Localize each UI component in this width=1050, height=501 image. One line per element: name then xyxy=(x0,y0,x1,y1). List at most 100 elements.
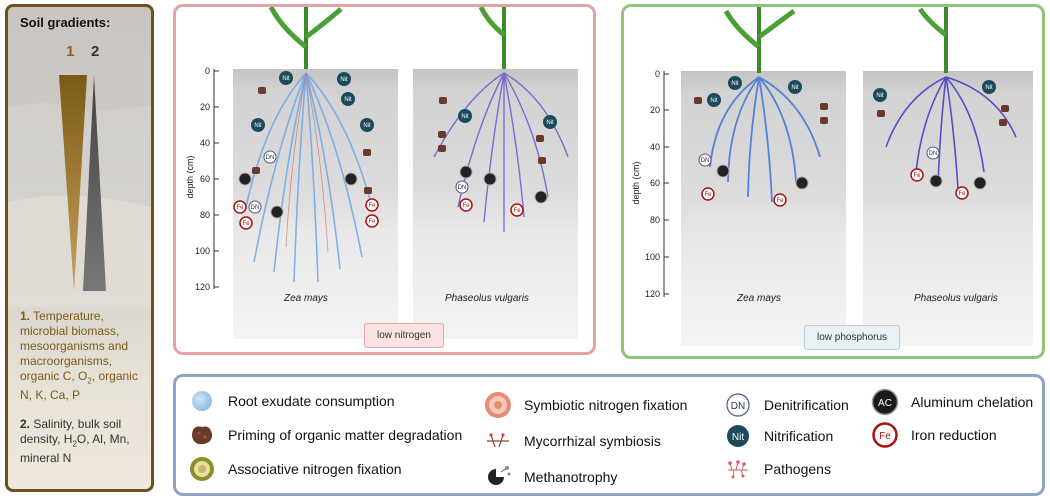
svg-text:Nit: Nit xyxy=(546,120,554,126)
gradient-wedge-1 xyxy=(59,75,87,291)
gradient-wedges xyxy=(8,75,151,307)
aluminum-chelation-icon xyxy=(459,165,473,179)
legend-item-mycorrhizal: Mycorrhizal symbiosis xyxy=(484,427,661,455)
organic-matter-icons xyxy=(694,97,1009,126)
svg-text:DN: DN xyxy=(266,155,275,161)
soil-gradient-panel: Soil gradients: 1 2 1. Temperature, micr… xyxy=(5,4,154,492)
iron-reduction-icon: Fe xyxy=(773,193,787,207)
phaseolus-vulgaris-roots xyxy=(885,7,1017,190)
svg-text:Nit: Nit xyxy=(363,123,371,129)
associative-fixation-icon xyxy=(188,455,216,483)
species-phaseolus-p: Phaseolus vulgaris xyxy=(914,293,998,304)
tick-40: 40 xyxy=(200,138,210,148)
iron-reduction-icon: Fe xyxy=(910,168,924,182)
gradient-2-description: 2. Salinity, bulk soil density, H2O, Al,… xyxy=(20,417,130,466)
nitrification-icon: Nit xyxy=(982,80,996,94)
svg-text:DN: DN xyxy=(458,185,467,191)
denitrification-icon: DN xyxy=(248,200,262,214)
tick-0: 0 xyxy=(655,69,660,79)
gradient-label-1: 1 xyxy=(66,43,75,60)
denitrification-icon: DN xyxy=(263,150,277,164)
aluminum-chelation-icon: AC xyxy=(871,388,899,416)
svg-text:Nit: Nit xyxy=(710,98,718,104)
tick-60: 60 xyxy=(650,178,660,188)
gradient-wedge-2 xyxy=(83,75,106,291)
svg-text:Fe: Fe xyxy=(958,191,966,197)
nitrification-icon: Nit xyxy=(873,88,887,102)
nitrification-icon: Nit xyxy=(337,72,351,86)
svg-text:Fe: Fe xyxy=(236,205,244,211)
legend-item-nitrification: Nit Nitrification xyxy=(724,422,833,450)
svg-text:Fe: Fe xyxy=(879,431,891,442)
iron-reduction-icon: Fe xyxy=(365,214,379,228)
svg-text:Nit: Nit xyxy=(732,432,744,443)
tick-40: 40 xyxy=(650,142,660,152)
aluminum-chelation-icon xyxy=(534,190,548,204)
aluminum-chelation-icon xyxy=(238,172,252,186)
svg-text:DN: DN xyxy=(731,401,745,412)
mycorrhiza-icon xyxy=(484,427,512,455)
nitrification-icon: Nit xyxy=(543,115,557,129)
legend-item-methanotrophy: Methanotrophy xyxy=(484,463,617,491)
aluminum-chelation-icon xyxy=(344,172,358,186)
tick-120: 120 xyxy=(195,282,210,292)
aluminum-chelation-icon xyxy=(483,172,497,186)
svg-text:Fe: Fe xyxy=(513,208,521,214)
svg-text:Fe: Fe xyxy=(242,221,250,227)
pathogen-icon xyxy=(724,455,752,483)
condition-tag-low-phosphorus: low phosphorus xyxy=(804,325,901,350)
svg-text:Nit: Nit xyxy=(254,123,262,129)
tick-0: 0 xyxy=(205,66,210,76)
aluminum-chelation-icon xyxy=(929,174,943,188)
nitrification-icon: Nit xyxy=(251,118,265,132)
iron-reduction-icon: Fe xyxy=(871,421,899,449)
svg-text:Fe: Fe xyxy=(368,203,376,209)
aluminum-chelation-icon xyxy=(973,176,987,190)
iron-reduction-icon: Fe xyxy=(701,187,715,201)
tick-120: 120 xyxy=(645,289,660,299)
nitrification-icon: Nit xyxy=(458,109,472,123)
legend-item-symbiotic: Symbiotic nitrogen fixation xyxy=(484,391,687,419)
nitrification-icon: Nit xyxy=(728,76,742,90)
legend-item-root-exudate: Root exudate consumption xyxy=(188,387,395,415)
gradient-label-2: 2 xyxy=(91,43,100,60)
tick-80: 80 xyxy=(650,215,660,225)
svg-text:Nit: Nit xyxy=(344,97,352,103)
nitrogen-root-illustration: 0 20 40 60 80 100 120 depth (cm) xyxy=(185,7,578,339)
tick-20: 20 xyxy=(200,102,210,112)
denitrification-icon: DN xyxy=(698,153,712,167)
svg-text:Nit: Nit xyxy=(876,93,884,99)
root-exudate-icon xyxy=(188,387,216,415)
denitrification-icon: DN xyxy=(724,391,752,419)
legend-item-denitrification: DN Denitrification xyxy=(724,391,849,419)
svg-text:DN: DN xyxy=(251,205,260,211)
nitrification-icon: Nit xyxy=(724,422,752,450)
organic-matter-icons xyxy=(252,87,546,194)
svg-text:Nit: Nit xyxy=(340,77,348,83)
svg-text:Fe: Fe xyxy=(368,219,376,225)
phaseolus-vulgaris-roots xyxy=(433,7,569,232)
tick-20: 20 xyxy=(650,105,660,115)
zea-mays-roots xyxy=(245,7,373,283)
aluminum-chelation-icon xyxy=(795,176,809,190)
soil-gradient-title: Soil gradients: xyxy=(20,15,111,30)
low-phosphorus-panel: 0 20 40 60 80 100 120 depth (cm) xyxy=(621,4,1045,359)
svg-text:Nit: Nit xyxy=(985,85,993,91)
nitrification-icon: Nit xyxy=(788,80,802,94)
svg-text:Nit: Nit xyxy=(461,114,469,120)
iron-reduction-icon: Fe xyxy=(459,198,473,212)
svg-text:DN: DN xyxy=(929,151,938,157)
svg-text:AC: AC xyxy=(878,398,892,409)
species-zea-mays-p: Zea mays xyxy=(737,293,781,304)
svg-text:Fe: Fe xyxy=(704,192,712,198)
legend-item-pathogens: Pathogens xyxy=(724,455,831,483)
species-zea-mays-n: Zea mays xyxy=(284,293,328,304)
svg-text:Fe: Fe xyxy=(776,198,784,204)
iron-reduction-icon: Fe xyxy=(239,216,253,230)
tick-60: 60 xyxy=(200,174,210,184)
nitrification-icon: Nit xyxy=(707,93,721,107)
iron-reduction-icon: Fe xyxy=(955,186,969,200)
iron-reduction-icon: Fe xyxy=(510,203,524,217)
legend-item-iron: Fe Iron reduction xyxy=(871,421,997,449)
organic-matter-icon xyxy=(188,421,216,449)
